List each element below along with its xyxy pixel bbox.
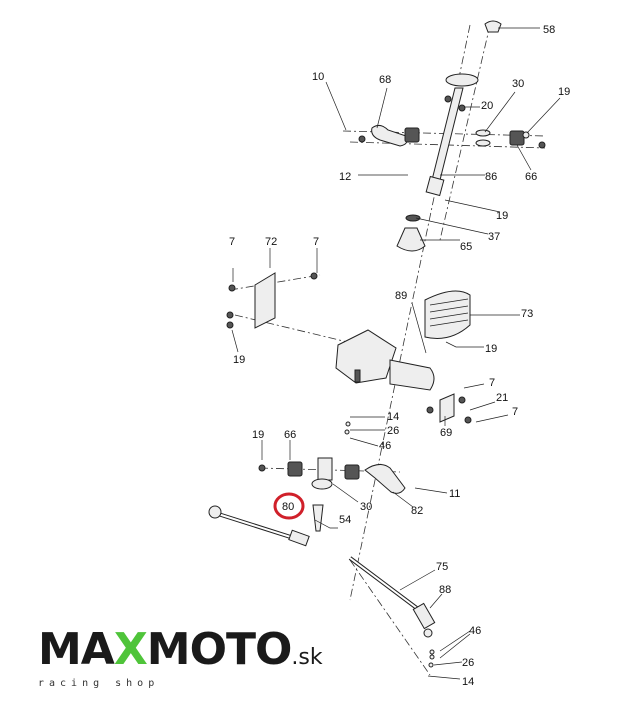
part-label: 89 xyxy=(395,290,407,302)
part-label-highlighted: 80 xyxy=(282,501,294,513)
bracket-72 xyxy=(226,272,318,329)
steering-motor xyxy=(335,329,435,391)
part-label: 26 xyxy=(462,657,474,669)
part-label: 7 xyxy=(313,236,319,248)
tie-rod-left xyxy=(208,505,310,547)
logo-part: MA xyxy=(38,624,115,675)
part-label: 73 xyxy=(521,308,533,320)
part-label: 82 xyxy=(411,505,423,517)
bracket-69 xyxy=(426,393,472,424)
boot xyxy=(396,214,426,252)
steering-column xyxy=(425,20,502,197)
part-label: 11 xyxy=(449,488,460,500)
part-label: 37 xyxy=(488,231,500,243)
part-label: 68 xyxy=(379,74,391,86)
lower-parts xyxy=(258,421,406,532)
part-label: 46 xyxy=(469,625,481,637)
part-label: 30 xyxy=(512,78,524,90)
part-label: 12 xyxy=(339,171,351,183)
part-label: 46 xyxy=(379,440,391,452)
part-label: 14 xyxy=(387,411,399,423)
part-labels: 58 10 68 30 19 20 12 86 66 19 37 65 7 72… xyxy=(229,24,570,688)
part-label: 7 xyxy=(489,377,495,389)
part-label: 19 xyxy=(485,343,497,355)
part-label: 19 xyxy=(496,210,508,222)
module-73 xyxy=(424,290,471,339)
part-label: 65 xyxy=(460,241,472,253)
upper-bushings xyxy=(358,95,546,149)
leader-lines xyxy=(231,27,561,680)
part-label: 21 xyxy=(496,392,508,404)
highlight-circle xyxy=(273,492,305,520)
part-label: 88 xyxy=(439,584,451,596)
part-label: 69 xyxy=(440,427,452,439)
part-label: 66 xyxy=(284,429,296,441)
logo-part: MOTO xyxy=(146,624,293,675)
part-label: 10 xyxy=(312,71,324,83)
logo-part: .sk xyxy=(291,645,323,670)
part-label: 7 xyxy=(512,406,518,418)
part-label: 19 xyxy=(233,354,245,366)
part-label: 20 xyxy=(481,100,493,112)
part-label: 14 xyxy=(462,676,474,688)
part-label: 19 xyxy=(558,86,570,98)
logo-tagline: racing shop xyxy=(38,678,160,689)
part-label: 86 xyxy=(485,171,497,183)
part-label: 30 xyxy=(360,501,372,513)
part-label: 19 xyxy=(252,429,264,441)
logo-wordmark: MAXMOTO.sk xyxy=(38,628,323,680)
logo-part: X xyxy=(113,624,148,675)
part-label: 7 xyxy=(229,236,235,248)
part-label: 26 xyxy=(387,425,399,437)
part-label: 54 xyxy=(339,514,351,526)
part-label: 75 xyxy=(436,561,448,573)
part-label: 58 xyxy=(543,24,555,36)
tie-rod-right xyxy=(348,556,436,668)
maxmoto-logo: MAXMOTO.sk racing shop xyxy=(38,628,323,690)
part-label: 66 xyxy=(525,171,537,183)
part-label: 72 xyxy=(265,236,277,248)
